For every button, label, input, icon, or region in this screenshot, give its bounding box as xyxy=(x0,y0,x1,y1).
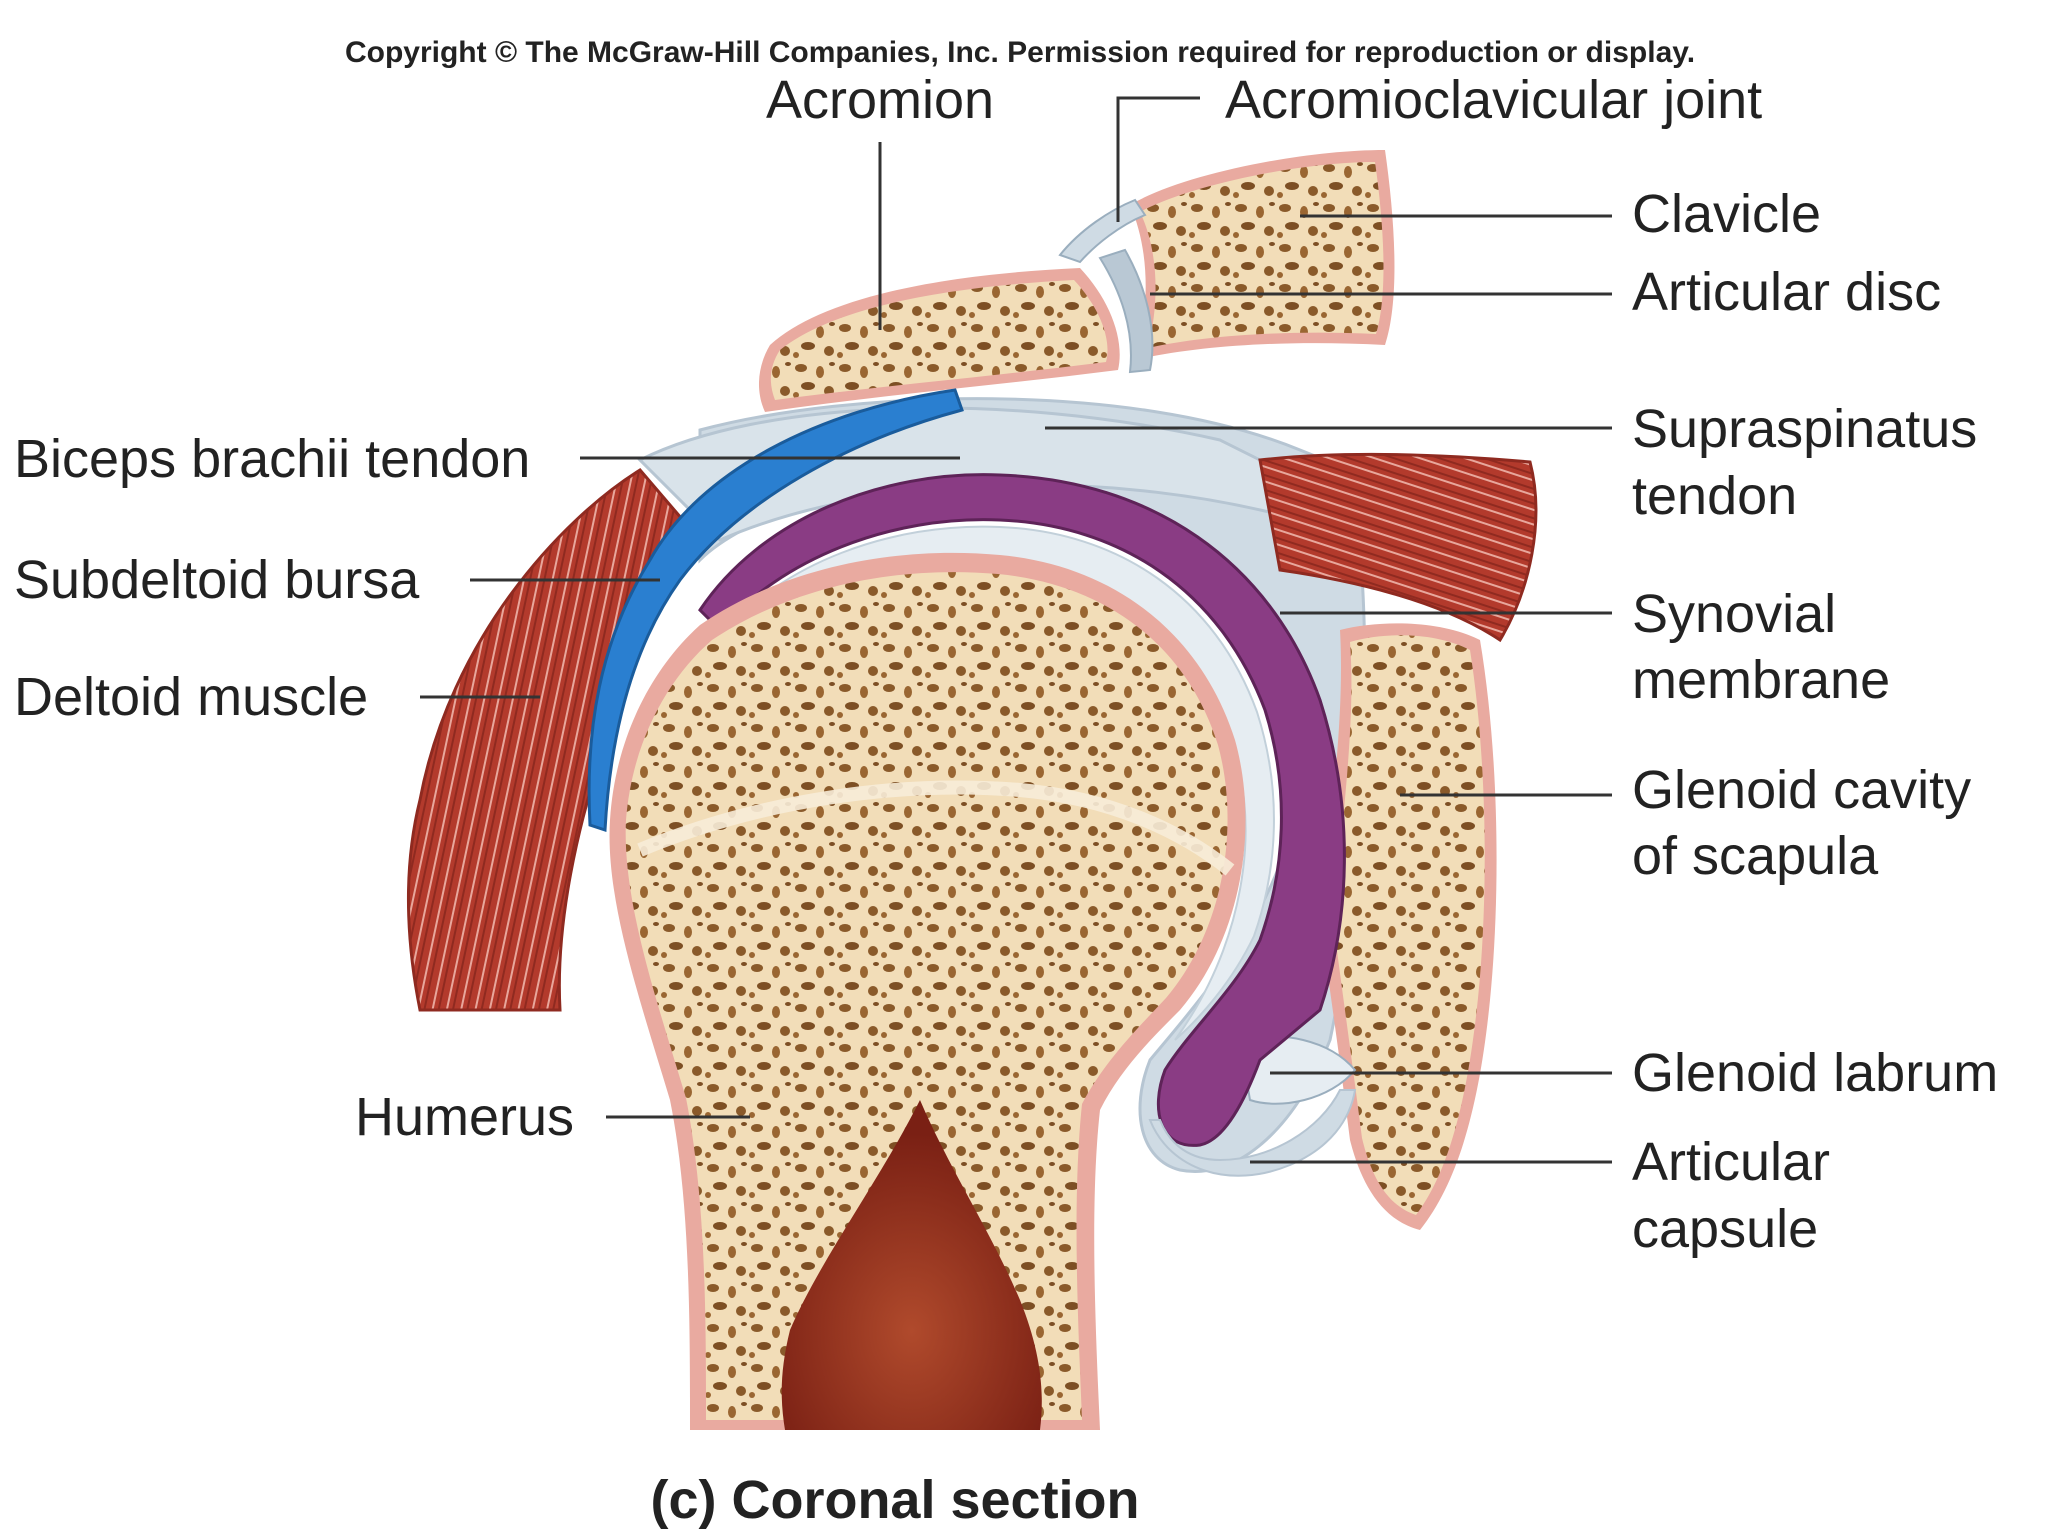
label-humerus: Humerus xyxy=(355,1087,574,1147)
label-glenoid-cavity-2: of scapula xyxy=(1632,826,1879,886)
label-synovial-membrane-1: Synovial xyxy=(1632,584,1836,644)
label-articular-capsule-2: capsule xyxy=(1632,1199,1818,1259)
supraspinatus-muscle-shape xyxy=(1258,452,1538,643)
label-acromioclavicular-joint: Acromioclavicular joint xyxy=(1225,70,1762,130)
label-deltoid-muscle: Deltoid muscle xyxy=(14,667,368,727)
figure-caption: (c) Coronal section xyxy=(650,1470,1139,1530)
medullary-cavity-shape xyxy=(781,1100,1042,1430)
label-articular-disc: Articular disc xyxy=(1632,262,1941,322)
label-subdeltoid-bursa: Subdeltoid bursa xyxy=(14,550,420,610)
label-clavicle: Clavicle xyxy=(1632,184,1821,244)
copyright-notice: Copyright © The McGraw-Hill Companies, I… xyxy=(345,36,1695,69)
epiphyseal-line xyxy=(637,780,1235,876)
articular-disc-shape xyxy=(1098,248,1154,374)
subdeltoid-bursa-shape xyxy=(587,388,964,833)
label-glenoid-labrum: Glenoid labrum xyxy=(1632,1043,1998,1103)
leader-lines xyxy=(420,96,1612,1164)
label-acromion: Acromion xyxy=(766,70,994,130)
label-glenoid-cavity-1: Glenoid cavity xyxy=(1632,760,1971,820)
label-articular-capsule-1: Articular xyxy=(1632,1132,1830,1192)
acromioclavicular-joint-shape xyxy=(1058,198,1147,264)
label-biceps-brachii-tendon: Biceps brachii tendon xyxy=(14,429,530,489)
label-supraspinatus-tendon-2: tendon xyxy=(1632,466,1797,526)
label-supraspinatus-tendon-1: Supraspinatus xyxy=(1632,399,1977,459)
label-synovial-membrane-2: membrane xyxy=(1632,650,1890,710)
